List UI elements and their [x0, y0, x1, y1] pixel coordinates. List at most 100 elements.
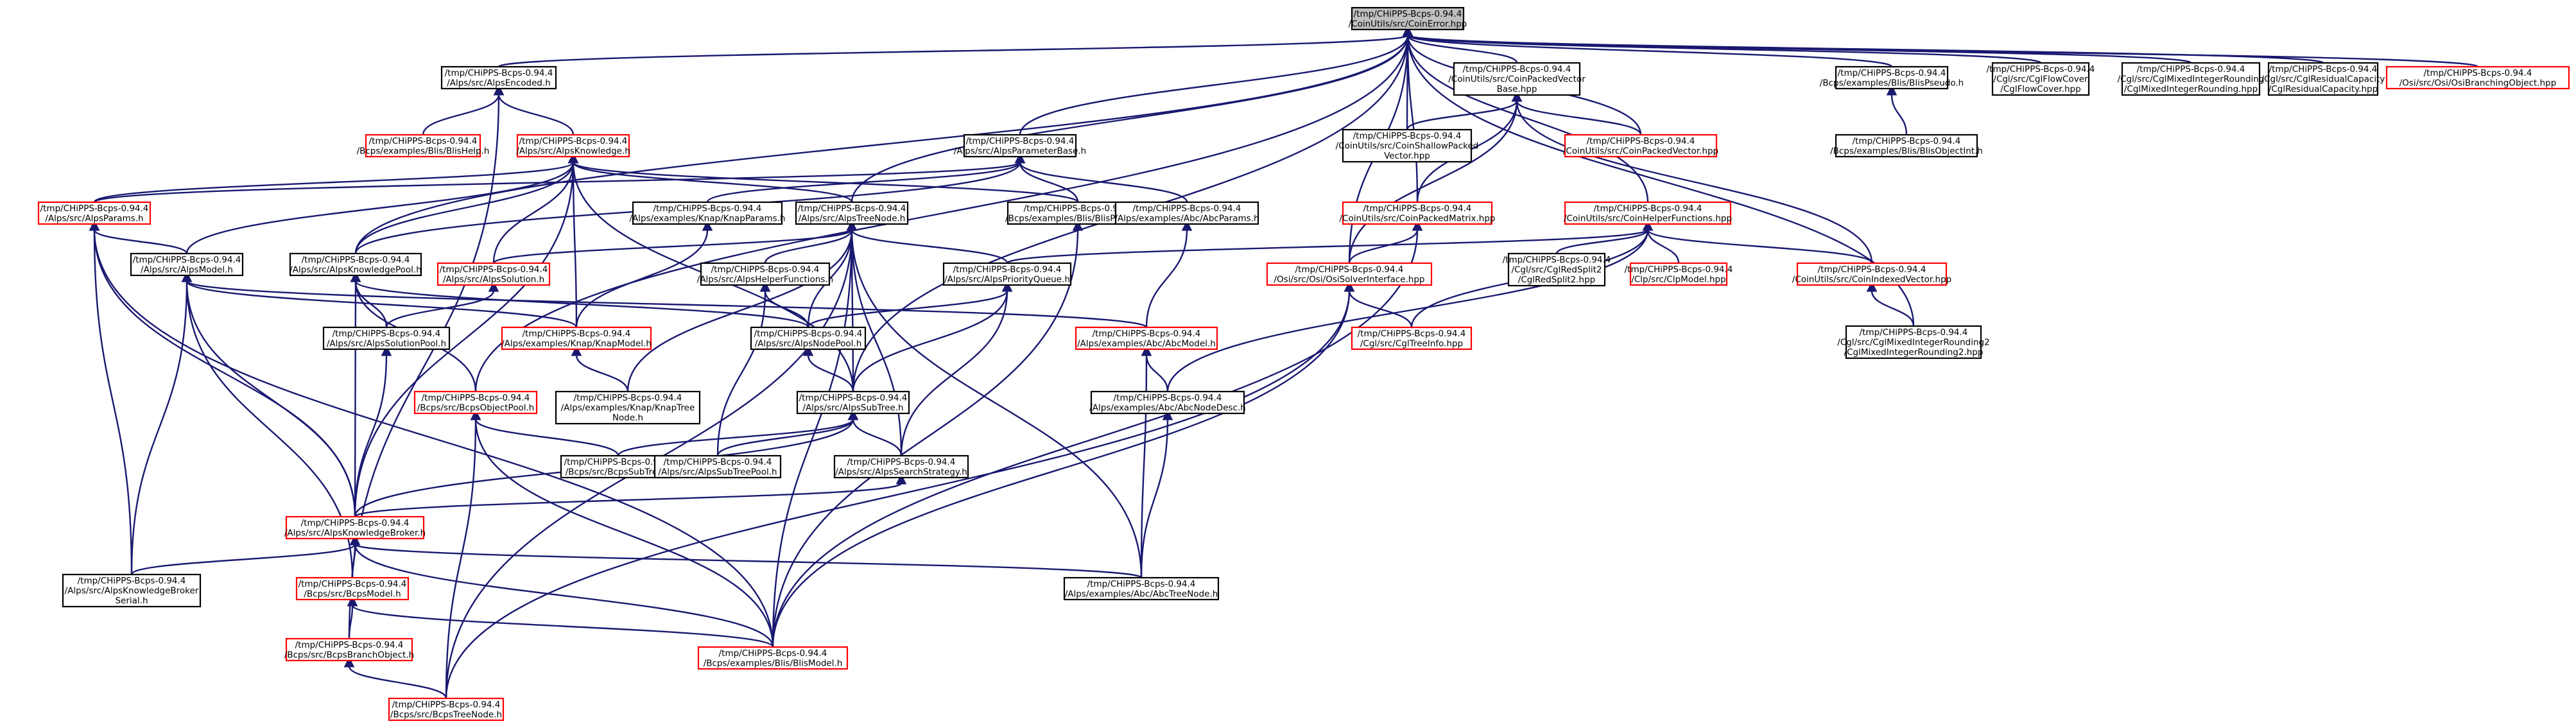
node-label-line: /tmp/CHiPPS-Bcps-0.94.4 [653, 203, 762, 214]
node-alps-search-strategy[interactable]: /tmp/CHiPPS-Bcps-0.94.4/Alps/src/AlpsSea… [833, 454, 969, 479]
node-alps-helper-functions[interactable]: /tmp/CHiPPS-Bcps-0.94.4/Alps/src/AlpsHel… [697, 262, 833, 286]
node-abc-model[interactable]: /tmp/CHiPPS-Bcps-0.94.4/Alps/examples/Ab… [1075, 326, 1218, 350]
node-alps-sub-tree-pool[interactable]: /tmp/CHiPPS-Bcps-0.94.4/Alps/src/AlpsSub… [653, 454, 782, 479]
node-box [1564, 201, 1732, 225]
node-coin-packed-vector-base[interactable]: /tmp/CHiPPS-Bcps-0.94.4/CoinUtils/src/Co… [1448, 62, 1586, 96]
node-label-line: /Bcps/src/BcpsBranchObject.h [284, 650, 414, 660]
edge-abc_node_desc-to-coin_helper_functions [1166, 220, 1654, 392]
node-box [1063, 576, 1220, 601]
node-osi-branching-object[interactable]: /tmp/CHiPPS-Bcps-0.94.4/Osi/src/Osi/OsiB… [2385, 65, 2570, 90]
edge-blis_params-to-alps_knowledge [567, 152, 1079, 203]
node-alps-params[interactable]: /tmp/CHiPPS-Bcps-0.94.4/Alps/src/AlpsPar… [37, 201, 151, 225]
node-box [653, 454, 782, 479]
node-alps-tree-node[interactable]: /tmp/CHiPPS-Bcps-0.94.4/Alps/src/AlpsTre… [795, 201, 909, 225]
node-alps-priority-queue[interactable]: /tmp/CHiPPS-Bcps-0.94.4/Alps/src/AlpsPri… [942, 262, 1072, 286]
node-blis-objective-int[interactable]: /tmp/CHiPPS-Bcps-0.94.4/Bcps/examples/Bl… [1830, 134, 1983, 158]
edge-alps_helper_functions-to-alps_tree_node [764, 220, 858, 264]
node-knap-params[interactable]: /tmp/CHiPPS-Bcps-0.94.4/Alps/examples/Kn… [629, 201, 786, 225]
node-blis-model[interactable]: /tmp/CHiPPS-Bcps-0.94.4/Bcps/examples/Bl… [697, 646, 849, 670]
node-alps-node-pool[interactable]: /tmp/CHiPPS-Bcps-0.94.4/Alps/src/AlpsNod… [750, 326, 867, 350]
node-alps-sub-tree[interactable]: /tmp/CHiPPS-Bcps-0.94.4/Alps/src/AlpsSub… [796, 390, 910, 415]
node-clp-model[interactable]: /tmp/CHiPPS-Bcps-0.94.4/Clp/src/ClpModel… [1625, 262, 1733, 286]
node-knap-model[interactable]: /tmp/CHiPPS-Bcps-0.94.4/Alps/examples/Kn… [501, 326, 652, 350]
node-label-line: /Cgl/src/CglRedSplit2 [1511, 265, 1602, 275]
node-knap-tree-node[interactable]: /tmp/CHiPPS-Bcps-0.94.4/Alps/examples/Kn… [555, 390, 701, 425]
edge-knap_tree_node-to-knap_model [571, 345, 629, 392]
node-label-line: /tmp/CHiPPS-Bcps-0.94.4 [1853, 136, 1961, 146]
node-label-line: /tmp/CHiPPS-Bcps-0.94.4 [1625, 264, 1733, 275]
node-cgl-red-split2[interactable]: /tmp/CHiPPS-Bcps-0.94.4/Cgl/src/CglRedSp… [1503, 252, 1611, 287]
node-box [440, 65, 557, 90]
node-alps-knowledge-pool[interactable]: /tmp/CHiPPS-Bcps-0.94.4/Alps/src/AlpsKno… [289, 252, 422, 277]
node-cgl-tree-info[interactable]: /tmp/CHiPPS-Bcps-0.94.4/Cgl/src/CglTreeI… [1351, 326, 1473, 350]
node-label-line: /CoinUtils/src/CoinPackedVector [1448, 74, 1586, 85]
node-label-line: /Cgl/src/CglFlowCover [1993, 74, 2088, 85]
node-abc-node-desc[interactable]: /tmp/CHiPPS-Bcps-0.94.4/Alps/examples/Ab… [1089, 390, 1246, 415]
node-cgl-flow-cover[interactable]: /tmp/CHiPPS-Bcps-0.94.4/Cgl/src/CglFlowC… [1987, 62, 2095, 96]
node-blis-help[interactable]: /tmp/CHiPPS-Bcps-0.94.4/Bcps/examples/Bl… [357, 134, 490, 158]
node-label-line: /Alps/src/AlpsParameterBase.h [954, 146, 1087, 156]
node-cgl-residual-capacity[interactable]: /tmp/CHiPPS-Bcps-0.94.4/Cgl/src/CglResid… [2261, 62, 2385, 96]
node-box [555, 390, 701, 425]
node-alps-solution[interactable]: /tmp/CHiPPS-Bcps-0.94.4/Alps/src/AlpsSol… [437, 262, 551, 286]
node-label-line: /tmp/CHiPPS-Bcps-0.94.4 [2137, 64, 2245, 74]
edge-alps_solution-to-alps_knowledge [492, 152, 579, 264]
node-alps-solution-pool[interactable]: /tmp/CHiPPS-Bcps-0.94.4/Alps/src/AlpsSol… [322, 326, 451, 350]
node-label-line: /Alps/src/AlpsKnowledge.h [516, 146, 630, 156]
node-blis-pseudo[interactable]: /tmp/CHiPPS-Bcps-0.94.4/Bcps/examples/Bl… [1820, 65, 1964, 90]
node-abc-tree-node[interactable]: /tmp/CHiPPS-Bcps-0.94.4/Alps/examples/Ab… [1063, 576, 1220, 601]
edge-alps_search_strategy-to-alps_sub_tree [847, 409, 903, 456]
node-alps-encoded[interactable]: /tmp/CHiPPS-Bcps-0.94.4/Alps/src/AlpsEnc… [440, 65, 557, 90]
node-root[interactable]: /tmp/CHiPPS-Bcps-0.94.4/CoinUtils/src/Co… [1349, 6, 1467, 31]
node-coin-shallow-packed-vector[interactable]: /tmp/CHiPPS-Bcps-0.94.4/CoinUtils/src/Co… [1336, 128, 1479, 163]
node-cgl-mixed-int-rounding[interactable]: /tmp/CHiPPS-Bcps-0.94.4/Cgl/src/CglMixed… [2118, 62, 2265, 96]
node-label-line: /tmp/CHiPPS-Bcps-0.94.4 [574, 393, 682, 403]
node-coin-indexed-vector[interactable]: /tmp/CHiPPS-Bcps-0.94.4/CoinUtils/src/Co… [1792, 262, 1951, 286]
node-label-line: /tmp/CHiPPS-Bcps-0.94.4 [966, 136, 1075, 146]
edge-blis_model-to-alps_tree_node [772, 220, 858, 648]
node-label-line: /tmp/CHiPPS-Bcps-0.94.4 [1463, 64, 1571, 74]
node-cgl-mixed-int-rounding2[interactable]: /tmp/CHiPPS-Bcps-0.94.4/Cgl/src/CglMixed… [1837, 325, 1990, 359]
edge-bcps_tree_node-to-osi_solver_interface [445, 281, 1355, 699]
node-box [1342, 128, 1473, 163]
node-label-line: /CglRedSplit2.hpp [1518, 275, 1595, 285]
node-label-line: /tmp/CHiPPS-Bcps-0.94.4 [301, 518, 410, 528]
node-coin-helper-functions[interactable]: /tmp/CHiPPS-Bcps-0.94.4/CoinUtils/src/Co… [1564, 201, 1732, 225]
node-alps-model[interactable]: /tmp/CHiPPS-Bcps-0.94.4/Alps/src/AlpsMod… [130, 252, 244, 277]
node-osi-solver-interface[interactable]: /tmp/CHiPPS-Bcps-0.94.4/Osi/src/Osi/OsiS… [1266, 262, 1433, 286]
node-bcps-tree-node[interactable]: /tmp/CHiPPS-Bcps-0.94.4/Bcps/src/BcpsTre… [388, 697, 505, 722]
edge-blis_model-to-bcps_object_pool [470, 409, 774, 648]
node-box [1351, 6, 1465, 31]
node-box [295, 576, 410, 601]
node-label-line: /Cgl/src/CglResidualCapacity [2261, 74, 2385, 85]
node-label-line: Serial.h [115, 596, 148, 606]
node-coin-packed-matrix[interactable]: /tmp/CHiPPS-Bcps-0.94.4/CoinUtils/src/Co… [1340, 201, 1496, 225]
node-abc-params[interactable]: /tmp/CHiPPS-Bcps-0.94.4/Alps/examples/Ab… [1114, 201, 1259, 225]
node-bcps-model[interactable]: /tmp/CHiPPS-Bcps-0.94.4/Bcps/src/BcpsMod… [295, 576, 410, 601]
node-label-line: /tmp/CHiPPS-Bcps-0.94.4 [1838, 68, 1946, 78]
edge-alps_knowledge_broker-to-alps_knowledge_pool [350, 271, 361, 517]
node-coin-packed-vector[interactable]: /tmp/CHiPPS-Bcps-0.94.4/CoinUtils/src/Co… [1563, 134, 1718, 158]
node-alps-knowledge-broker-serial[interactable]: /tmp/CHiPPS-Bcps-0.94.4/Alps/src/AlpsKno… [62, 573, 202, 608]
node-alps-parameter-base[interactable]: /tmp/CHiPPS-Bcps-0.94.4/Alps/src/AlpsPar… [954, 134, 1087, 158]
edge-alps_tree_node-to-alps_knowledge [567, 152, 853, 203]
node-label-line: /Alps/src/AlpsSolution.h [443, 274, 544, 284]
node-label-line: /Bcps/examples/Blis/BlisModel.h [704, 658, 843, 668]
node-alps-knowledge[interactable]: /tmp/CHiPPS-Bcps-0.94.4/Alps/src/AlpsKno… [516, 134, 630, 158]
node-bcps-branch-object[interactable]: /tmp/CHiPPS-Bcps-0.94.4/Bcps/src/BcpsBra… [284, 637, 414, 662]
edge-alps_knowledge_broker_serial-to-alps_params [89, 220, 133, 575]
edge-alps_sub_tree-to-alps_node_pool [802, 345, 854, 392]
node-label-line: /CoinUtils/src/CoinError.hpp [1349, 19, 1467, 29]
edge-alps_knowledge_broker_serial-to-alps_knowledge_broker [130, 534, 361, 575]
node-label-line: /Alps/src/AlpsKnowledgeBroker [65, 586, 199, 596]
edge-alps_knowledge_broker-to-alps_knowledge [354, 152, 579, 517]
node-label-line: /CoinUtils/src/CoinPackedVector.hpp [1563, 146, 1718, 156]
node-label-line: /Osi/src/Osi/OsiBranchingObject.hpp [2399, 78, 2557, 88]
node-box [62, 573, 202, 608]
node-label-line: /CglResidualCapacity.hpp [2269, 84, 2378, 94]
edge-alps_search_strategy-to-alps_tree_node [846, 220, 903, 456]
edge-alps_node_pool-to-alps_knowledge_pool [350, 271, 809, 328]
node-alps-knowledge-broker[interactable]: /tmp/CHiPPS-Bcps-0.94.4/Alps/src/AlpsKno… [284, 515, 426, 540]
node-bcps-object-pool[interactable]: /tmp/CHiPPS-Bcps-0.94.4/Bcps/src/BcpsObj… [413, 390, 538, 415]
node-box [37, 201, 151, 225]
